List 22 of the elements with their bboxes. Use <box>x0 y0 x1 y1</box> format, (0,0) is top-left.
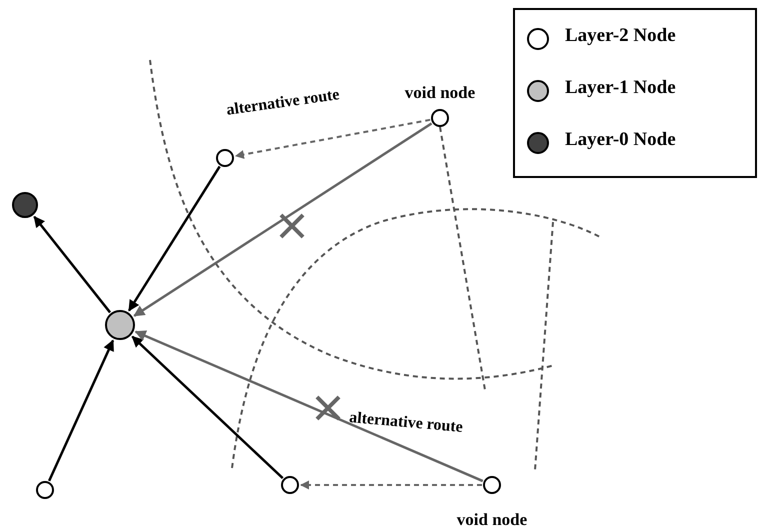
arrow <box>33 216 112 314</box>
layer-2-node <box>36 481 54 499</box>
route-label: alternative route <box>348 409 464 437</box>
node-caption: void node <box>456 510 528 530</box>
dashed-arrow <box>234 118 430 159</box>
dashed-arrow <box>300 480 482 490</box>
layer-2-node <box>216 149 234 167</box>
layer-2-node <box>483 476 501 494</box>
arrow <box>48 339 114 482</box>
arrow <box>133 122 432 317</box>
layer-1-node <box>105 310 135 340</box>
layer-2-node <box>431 109 449 127</box>
legend-label: Layer-2 Node <box>565 25 676 47</box>
route-label: alternative route <box>225 86 341 120</box>
arrow <box>128 166 221 312</box>
legend-label: Layer-0 Node <box>565 129 676 151</box>
layer-0-node <box>12 192 38 218</box>
arrow <box>132 336 284 480</box>
arrow <box>134 330 484 482</box>
legend-label: Layer-1 Node <box>565 77 676 99</box>
node-caption: void node <box>404 83 476 103</box>
layer-2-node <box>281 476 299 494</box>
